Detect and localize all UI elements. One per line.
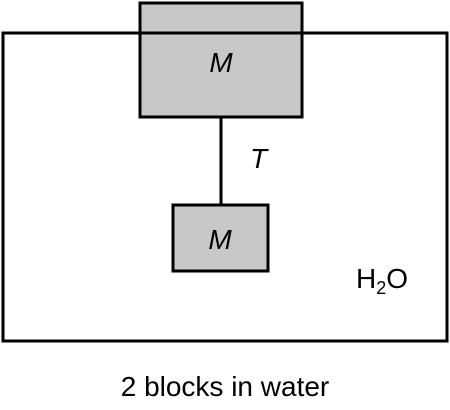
water-label-h: H xyxy=(356,263,376,294)
tension-label: T xyxy=(250,143,269,174)
water-label-o: O xyxy=(386,263,408,294)
water-label-subscript: 2 xyxy=(376,278,386,298)
water-label: H2O xyxy=(356,263,408,298)
lower-block xyxy=(171,203,270,273)
lower-block-label: M xyxy=(208,224,232,255)
diagram-caption: 2 blocks in water xyxy=(120,371,330,402)
upper-block-label: M xyxy=(209,47,233,78)
